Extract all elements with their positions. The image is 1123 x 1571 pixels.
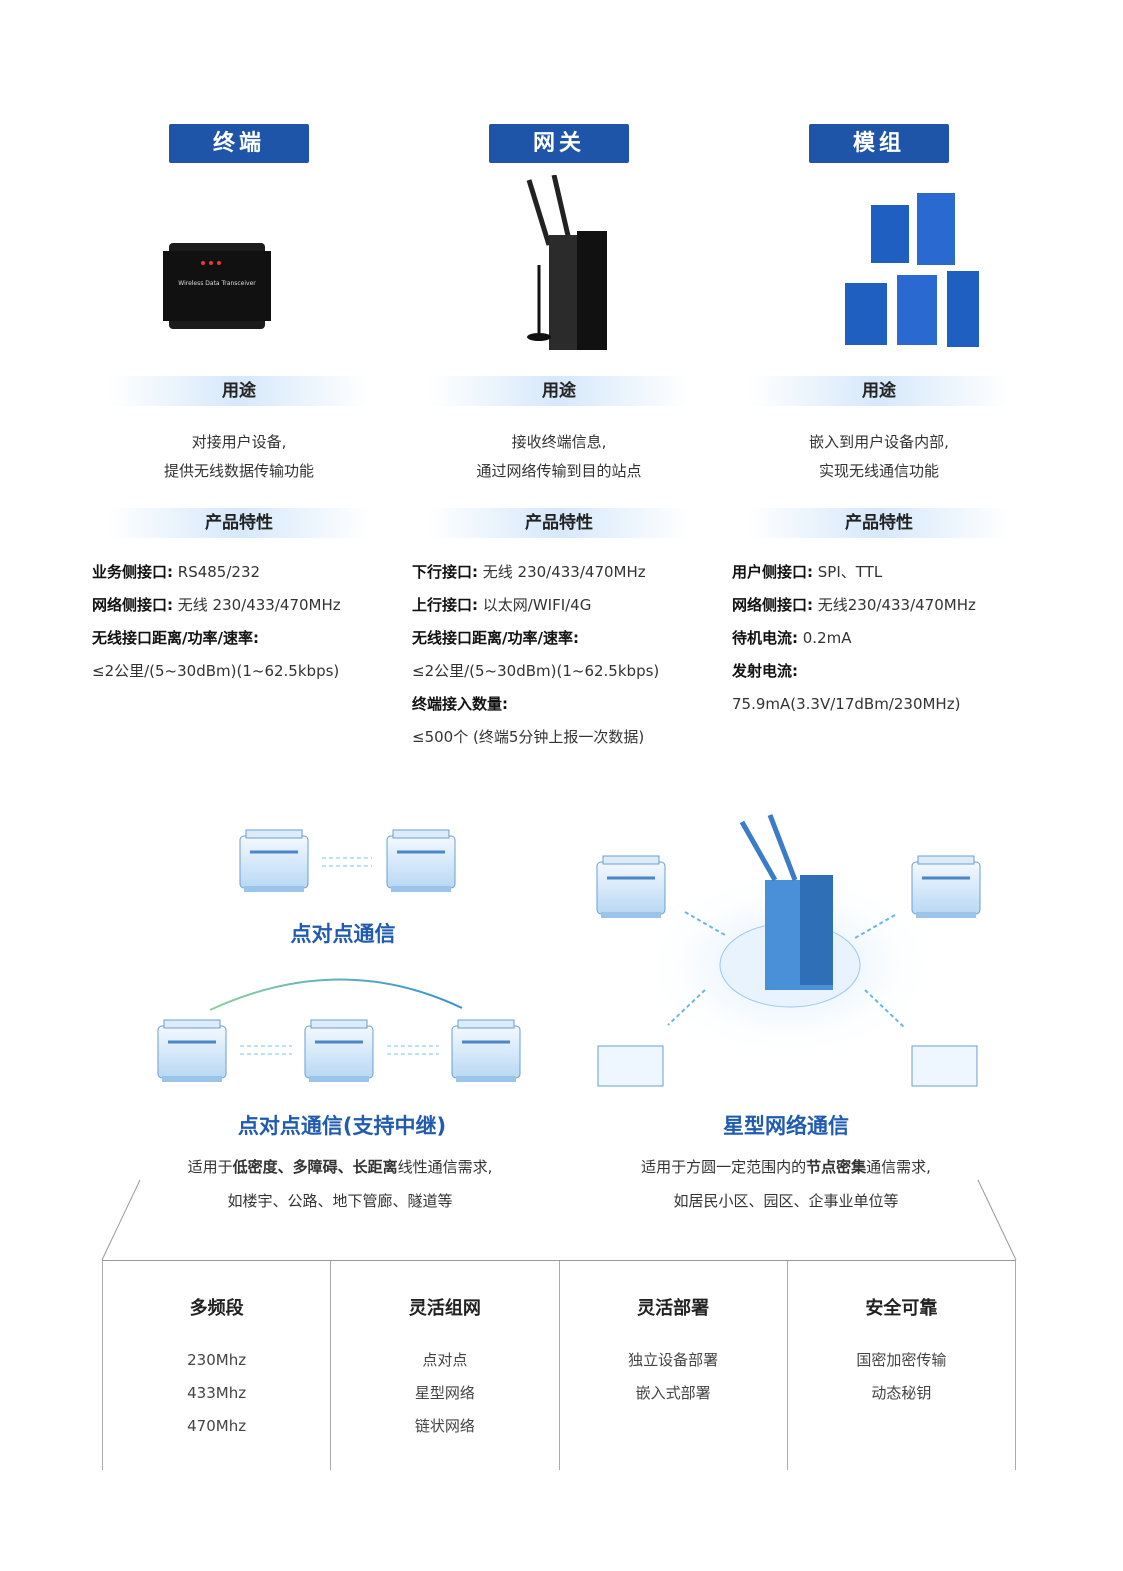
spec-value: ≤2公里/(5~30dBm)(1~62.5kbps)	[92, 662, 340, 680]
features-header: 产品特性	[429, 508, 689, 538]
feature-item: 星型网络	[414, 1384, 475, 1402]
spec-key: 业务侧接口:	[92, 563, 173, 581]
spec-key: 待机电流:	[732, 629, 798, 647]
feature-title: 灵活部署	[637, 1298, 710, 1319]
spec-value: 75.9mA(3.3V/17dBm/230MHz)	[732, 695, 961, 713]
product-image	[779, 175, 989, 360]
spec-line: 网络侧接口: 无线 230/433/470MHz	[92, 589, 402, 622]
product-image	[459, 174, 659, 360]
spec-line: 待机电流: 0.2mA	[732, 622, 1042, 655]
spec-key: 用户侧接口:	[732, 563, 813, 581]
feature-item: 链状网络	[414, 1417, 475, 1435]
emphasis: 节点密集	[806, 1158, 867, 1176]
spec-key: 上行接口:	[412, 596, 478, 614]
spec-line: 发射电流:	[732, 655, 1042, 688]
spec-line: 下行接口: 无线 230/433/470MHz	[412, 556, 722, 589]
feature-column: 灵活部署独立设备部署嵌入式部署	[558, 1261, 787, 1470]
product-badge: 终端	[169, 124, 309, 163]
star-title: 星型网络通信	[723, 1114, 849, 1138]
spec-line: 业务侧接口: RS485/232	[92, 556, 402, 589]
spec-line: 无线接口距离/功率/速率:	[412, 622, 722, 655]
relay-description: 适用于低密度、多障碍、长距离线性通信需求, 如楼宇、公路、地下管廊、隧道等	[100, 1150, 580, 1218]
feature-item: 独立设备部署	[628, 1351, 719, 1369]
star-description: 适用于方圆一定范围内的节点密集通信需求, 如居民小区、园区、企事业单位等	[546, 1150, 1026, 1218]
feature-item: 嵌入式部署	[635, 1384, 711, 1402]
spec-value: SPI、TTL	[813, 563, 883, 581]
product-label: Wireless Data Transceiver	[178, 280, 256, 287]
spec-key: 下行接口:	[412, 563, 478, 581]
spec-value: ≤2公里/(5~30dBm)(1~62.5kbps)	[412, 662, 660, 680]
spec-value: RS485/232	[173, 563, 261, 581]
spec-key: 终端接入数量:	[412, 695, 508, 713]
network-diagrams	[156, 814, 982, 1087]
spec-value: 0.2mA	[798, 629, 852, 647]
feature-item: 433Mhz	[187, 1384, 247, 1402]
spec-value: 以太网/WIFI/4G	[478, 596, 592, 614]
spec-key: 网络侧接口:	[732, 596, 813, 614]
star-diagram	[595, 814, 982, 1087]
feature-item: 230Mhz	[187, 1351, 247, 1369]
usage-description: 接收终端信息, 通过网络传输到目的站点	[399, 428, 719, 486]
feature-column: 灵活组网点对点星型网络链状网络	[330, 1261, 558, 1470]
usage-header: 用途	[109, 376, 369, 406]
spec-line: 75.9mA(3.3V/17dBm/230MHz)	[732, 688, 1042, 721]
spec-line: 网络侧接口: 无线230/433/470MHz	[732, 589, 1042, 622]
spec-value: 无线 230/433/470MHz	[173, 596, 341, 614]
p2p-diagram	[238, 828, 457, 894]
feature-item: 点对点	[422, 1351, 468, 1369]
feature-title: 安全可靠	[865, 1298, 938, 1319]
spec-line: 上行接口: 以太网/WIFI/4G	[412, 589, 722, 622]
feature-item: 470Mhz	[187, 1417, 247, 1435]
spec-line: 无线接口距离/功率/速率:	[92, 622, 402, 655]
text: 通信需求,	[866, 1158, 931, 1176]
product-badge: 网关	[489, 124, 629, 163]
product-image: Wireless Data Transceiver	[139, 175, 339, 360]
spec-line: ≤500个 (终端5分钟上报一次数据)	[412, 721, 722, 754]
spec-line: 终端接入数量:	[412, 688, 722, 721]
text: 提供无线数据传输功能	[163, 462, 314, 480]
table-frame-lines	[101, 1179, 1017, 1261]
spec-value: 无线230/433/470MHz	[813, 596, 976, 614]
feature-column: 多频段 230Mhz 433Mhz 470Mhz	[102, 1261, 330, 1470]
spec-key: 无线接口距离/功率/速率:	[412, 629, 579, 647]
feature-title: 多频段	[189, 1298, 244, 1319]
spec-key: 无线接口距离/功率/速率:	[92, 629, 259, 647]
product-badge: 模组	[809, 124, 949, 163]
spec-value: 无线 230/433/470MHz	[478, 563, 646, 581]
feature-item: 国密加密传输	[856, 1351, 947, 1369]
text: 线性通信需求,	[397, 1158, 493, 1176]
spec-key: 网络侧接口:	[92, 596, 173, 614]
spec-line: 用户侧接口: SPI、TTL	[732, 556, 1042, 589]
spec-key: 发射电流:	[732, 662, 798, 680]
features-header: 产品特性	[749, 508, 1009, 538]
feature-item: 动态秘钥	[871, 1384, 932, 1402]
text: 适用于	[187, 1158, 233, 1176]
relay-diagram	[156, 978, 522, 1084]
spec-value: ≤500个 (终端5分钟上报一次数据)	[412, 728, 645, 746]
spec-line: ≤2公里/(5~30dBm)(1~62.5kbps)	[92, 655, 402, 688]
text: 适用于方圆一定范围内的	[641, 1158, 807, 1176]
text: 对接用户设备,	[191, 433, 287, 451]
text: 如楼宇、公路、地下管廊、隧道等	[227, 1192, 453, 1210]
usage-description: 嵌入到用户设备内部, 实现无线通信功能	[719, 428, 1039, 486]
text: 通过网络传输到目的站点	[476, 462, 642, 480]
relay-title: 点对点通信(支持中继)	[237, 1114, 447, 1138]
feature-title: 灵活组网	[408, 1298, 481, 1319]
text: 嵌入到用户设备内部,	[809, 433, 949, 451]
text: 接收终端信息,	[511, 433, 607, 451]
features-header: 产品特性	[109, 508, 369, 538]
feature-column: 安全可靠国密加密传输动态秘钥	[786, 1261, 1016, 1470]
usage-header: 用途	[429, 376, 689, 406]
text: 实现无线通信功能	[818, 462, 939, 480]
p2p-title: 点对点通信	[290, 922, 396, 946]
spec-line: ≤2公里/(5~30dBm)(1~62.5kbps)	[412, 655, 722, 688]
usage-header: 用途	[749, 376, 1009, 406]
text: 如居民小区、园区、企事业单位等	[673, 1192, 899, 1210]
emphasis: 低密度、多障碍、长距离	[232, 1158, 398, 1176]
usage-description: 对接用户设备, 提供无线数据传输功能	[79, 428, 399, 486]
